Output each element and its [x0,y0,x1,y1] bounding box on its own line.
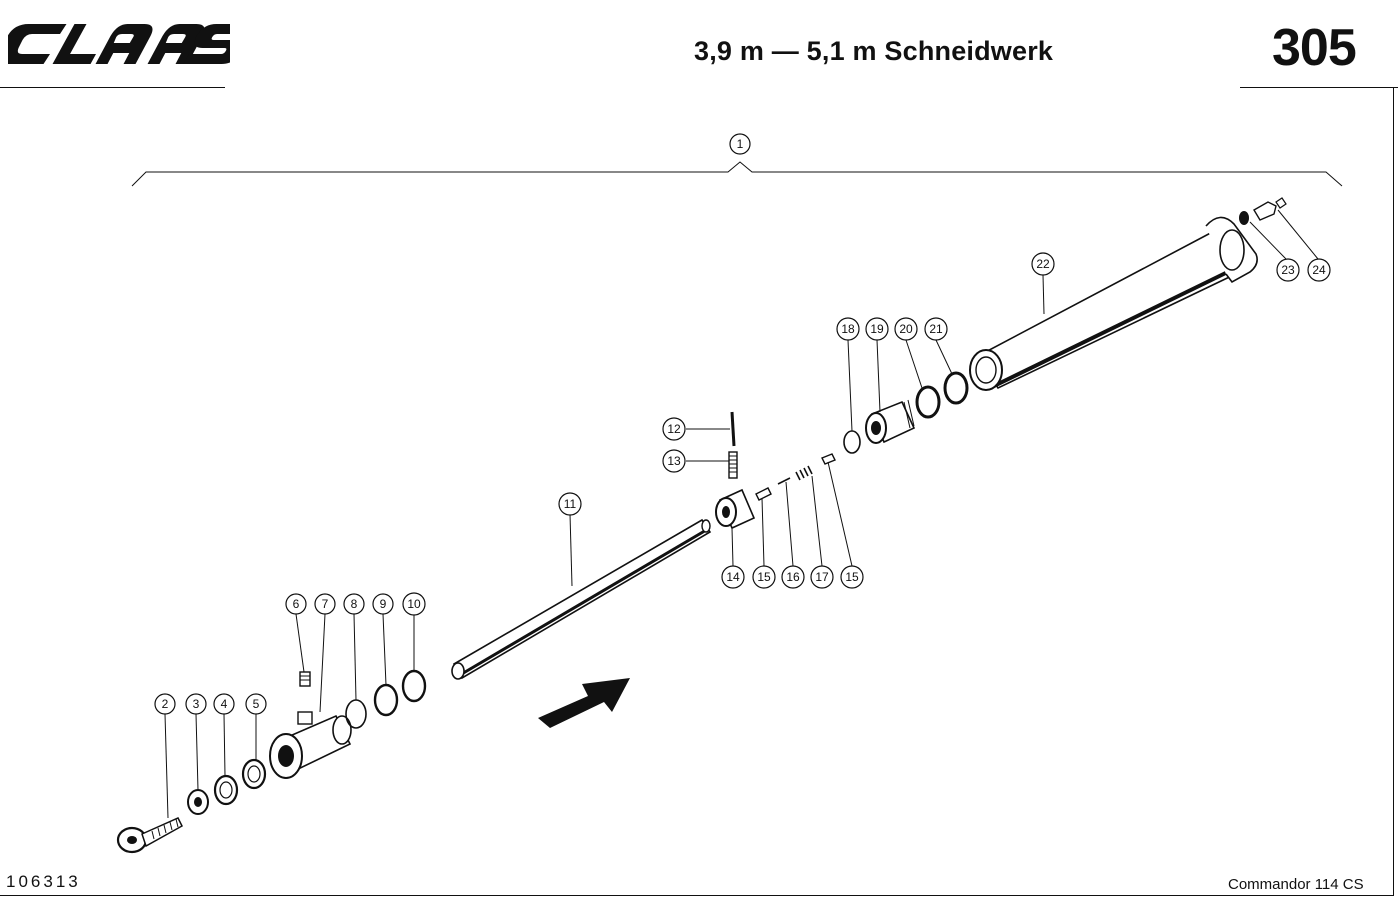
part-back-ring [401,669,427,703]
part-eye-bolt [116,817,183,854]
callout-2: 2 [154,693,176,715]
svg-text:15: 15 [845,570,859,584]
callout-5: 5 [245,693,267,715]
callout-3: 3 [185,693,207,715]
part-piston [715,488,756,530]
drawing-code: 106313 [6,872,81,891]
svg-text:17: 17 [815,570,829,584]
callout-6: 6 [285,593,307,615]
svg-text:2: 2 [162,697,169,711]
svg-text:22: 22 [1036,257,1050,271]
part-cylinder-tube [969,216,1258,391]
callout-12: 12 [662,417,686,441]
svg-text:19: 19 [870,322,884,336]
assembly-bracket [131,161,1343,187]
callout-13: 13 [662,449,686,473]
page-number: 305 [1272,19,1357,77]
part-spring-pin [728,451,738,479]
callout-17: 17 [810,565,834,589]
callout-23: 23 [1276,258,1300,282]
part-guide-bushing [865,399,916,444]
svg-text:9: 9 [380,597,387,611]
part-piston-rod [451,518,712,680]
svg-text:11: 11 [564,497,577,511]
svg-text:23: 23 [1281,263,1295,277]
part-o-ring [345,699,367,729]
part-ring [213,774,239,806]
svg-text:18: 18 [841,322,855,336]
page-title: 3,9 m — 5,1 m Schneidwerk [694,36,1054,66]
leader-lines [164,209,1319,819]
callout-16: 16 [781,565,805,589]
header-rule-left [0,87,225,88]
svg-text:12: 12 [667,422,681,436]
callout-10: 10 [402,592,426,616]
part-small-seal [1239,211,1249,225]
svg-text:13: 13 [667,454,681,468]
svg-text:15: 15 [757,570,771,584]
part-seal-ring [373,683,399,717]
callout-15: 15 [752,565,776,589]
part-bushing [241,758,267,790]
svg-text:14: 14 [726,570,740,584]
part-valve [755,487,772,501]
part-retaining-ring [943,371,969,405]
callout-21: 21 [924,317,948,341]
callout-1: 1 [729,133,751,155]
part-wiper-ring [915,385,941,419]
part-valve-seat [821,453,836,465]
svg-text:5: 5 [253,697,260,711]
part-nut [187,789,209,815]
callout-11: 11 [558,492,582,516]
part-valve-pin [777,477,791,485]
part-o-ring-right [843,430,861,454]
direction-arrow [538,678,630,728]
callout-20: 20 [894,317,918,341]
callout-15-second: 15 [840,565,864,589]
svg-text:8: 8 [351,597,358,611]
svg-text:20: 20 [899,322,913,336]
svg-text:7: 7 [322,597,329,611]
svg-text:4: 4 [221,697,228,711]
part-pin [730,411,736,447]
callout-22: 22 [1031,252,1055,276]
svg-text:21: 21 [929,322,943,336]
callout-19: 19 [865,317,889,341]
svg-text:24: 24 [1312,263,1326,277]
model-name: Commandor 114 CS [1228,876,1364,893]
callout-14: 14 [721,565,745,589]
callout-8: 8 [343,593,365,615]
claas-logo [8,24,230,64]
svg-text:1: 1 [737,137,744,151]
part-grease-nipple [299,671,311,687]
part-cylinder-head [269,711,352,779]
part-spring [795,465,813,481]
svg-text:3: 3 [193,697,200,711]
header-rule-right [1240,87,1398,88]
callout-24: 24 [1307,258,1331,282]
svg-text:10: 10 [407,597,421,611]
callout-9: 9 [372,593,394,615]
part-fitting [1253,197,1287,221]
drawing-frame [0,88,1394,896]
callout-4: 4 [213,693,235,715]
svg-text:16: 16 [786,570,800,584]
callout-18: 18 [836,317,860,341]
svg-text:6: 6 [293,597,300,611]
callout-7: 7 [314,593,336,615]
